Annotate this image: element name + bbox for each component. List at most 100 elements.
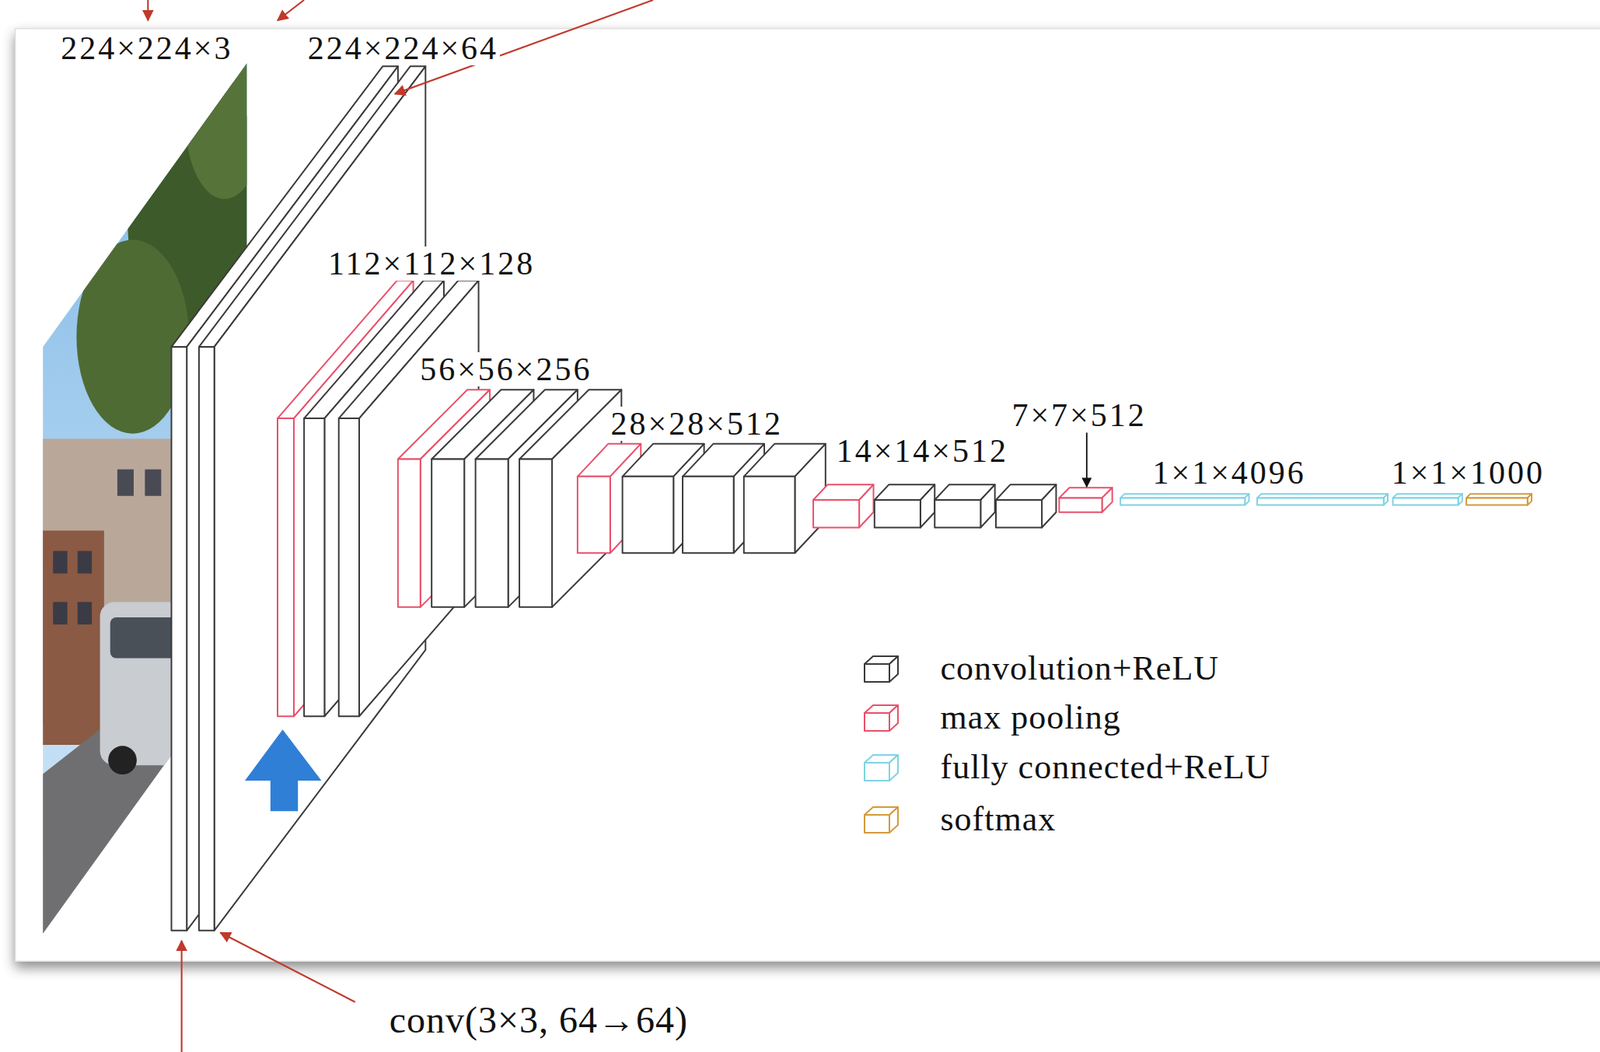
fc-block [1257, 493, 1388, 505]
swatch-face [864, 663, 890, 682]
block-face [1393, 497, 1459, 505]
legend-text: convolution+ReLU [939, 650, 1222, 687]
block-face [859, 484, 874, 528]
block-face [199, 346, 215, 931]
photo-building [41, 530, 105, 745]
legend-swatch [862, 702, 902, 734]
block-face [519, 459, 552, 608]
block-face [682, 476, 734, 553]
label-slot: 1×1×4096 [1151, 455, 1308, 490]
block-face [1466, 497, 1528, 505]
photo-window [144, 469, 161, 497]
conv-block [338, 280, 479, 717]
conv-block [744, 443, 826, 553]
label-slot: 14×14×512 [834, 433, 1010, 469]
dimension-label: 1×1×4096 [1151, 455, 1308, 490]
swatch-face [889, 656, 898, 682]
legend-swatch [862, 803, 902, 835]
block-face [398, 459, 421, 608]
leader-arrow [181, 940, 183, 1052]
label-slot: conv(3×3, 64→64) [387, 1000, 690, 1040]
photo-wheel [108, 745, 137, 775]
swatch-face [889, 754, 898, 781]
conv-block [519, 389, 622, 608]
layer-blocks [171, 66, 1533, 931]
conv-block [995, 484, 1056, 528]
pool-block [813, 484, 874, 528]
fc-block [1393, 493, 1463, 505]
leader-arrow [146, 0, 149, 21]
dimension-label: 7×7×512 [1009, 398, 1148, 433]
softmax-block [1466, 493, 1532, 505]
label-slot: 56×56×256 [418, 352, 594, 387]
block-face [995, 499, 1042, 528]
label-slot: 1×1×1000 [1390, 455, 1547, 490]
swatch-face [864, 762, 890, 781]
swatch-face [889, 705, 898, 731]
pool-block [1058, 487, 1112, 512]
legend-slot: convolution+ReLU [939, 650, 1222, 687]
block-face [622, 476, 675, 553]
leader-arrow [277, 0, 304, 21]
block-face [359, 280, 479, 717]
dimension-label: 56×56×256 [418, 352, 594, 387]
block-face [980, 484, 995, 528]
block-face [1058, 497, 1102, 512]
block-face [475, 459, 509, 608]
dimension-label: 224×224×64 [306, 31, 500, 66]
legend-text: max pooling [939, 699, 1123, 736]
legend-text: fully connected+ReLU [939, 749, 1273, 786]
block-face [874, 499, 921, 528]
image-frame [15, 28, 1600, 961]
dimension-label: 14×14×512 [834, 433, 1010, 469]
block-face [1102, 487, 1113, 512]
legend-swatch [862, 653, 902, 685]
dimension-label: 28×28×512 [609, 406, 785, 441]
label-slot: 112×112×128 [326, 246, 537, 281]
block-face [338, 418, 360, 717]
fc-block [1120, 493, 1249, 505]
legend-slot: max pooling [939, 699, 1123, 736]
block-face [1257, 497, 1384, 505]
block-face [431, 459, 465, 608]
block-face [934, 499, 981, 528]
highlight-arrow [244, 729, 322, 811]
pointer-arrow [1086, 432, 1088, 487]
leader-arrow [220, 932, 356, 1002]
block-face [577, 476, 611, 553]
photo-window [52, 601, 67, 625]
conv-block [874, 484, 935, 528]
block-face [171, 346, 188, 931]
photo-tree [185, 45, 264, 200]
label-slot: 28×28×512 [609, 406, 785, 441]
block-face [744, 476, 796, 553]
label-slot: 224×224×3 [59, 31, 235, 66]
block-face [1120, 497, 1245, 505]
block-face [277, 418, 294, 717]
swatch-face [864, 814, 890, 833]
label-slot: 224×224×64 [306, 31, 500, 66]
dimension-label: 1×1×1000 [1390, 455, 1547, 490]
dimension-label: 112×112×128 [326, 246, 537, 281]
legend-text: softmax [939, 801, 1059, 838]
block-face [1041, 484, 1056, 528]
photo-window [117, 469, 134, 497]
block-face [303, 418, 325, 717]
legend-slot: softmax [939, 801, 1059, 838]
leader-arrows [147, 0, 654, 1052]
block-face [813, 499, 860, 528]
photo-window [52, 551, 67, 574]
legend-slot: fully connected+ReLU [939, 749, 1273, 786]
conv-block [934, 484, 995, 528]
layer-annotation: conv(3×3, 64→64) [387, 1000, 690, 1040]
label-slot: 7×7×512 [1009, 398, 1148, 433]
swatch-face [889, 806, 898, 833]
photo-window [77, 601, 92, 625]
block-face [920, 484, 935, 528]
swatch-face [864, 712, 890, 731]
dimension-label: 224×224×3 [59, 31, 235, 66]
photo-window [77, 551, 92, 574]
legend-swatch [862, 751, 902, 783]
